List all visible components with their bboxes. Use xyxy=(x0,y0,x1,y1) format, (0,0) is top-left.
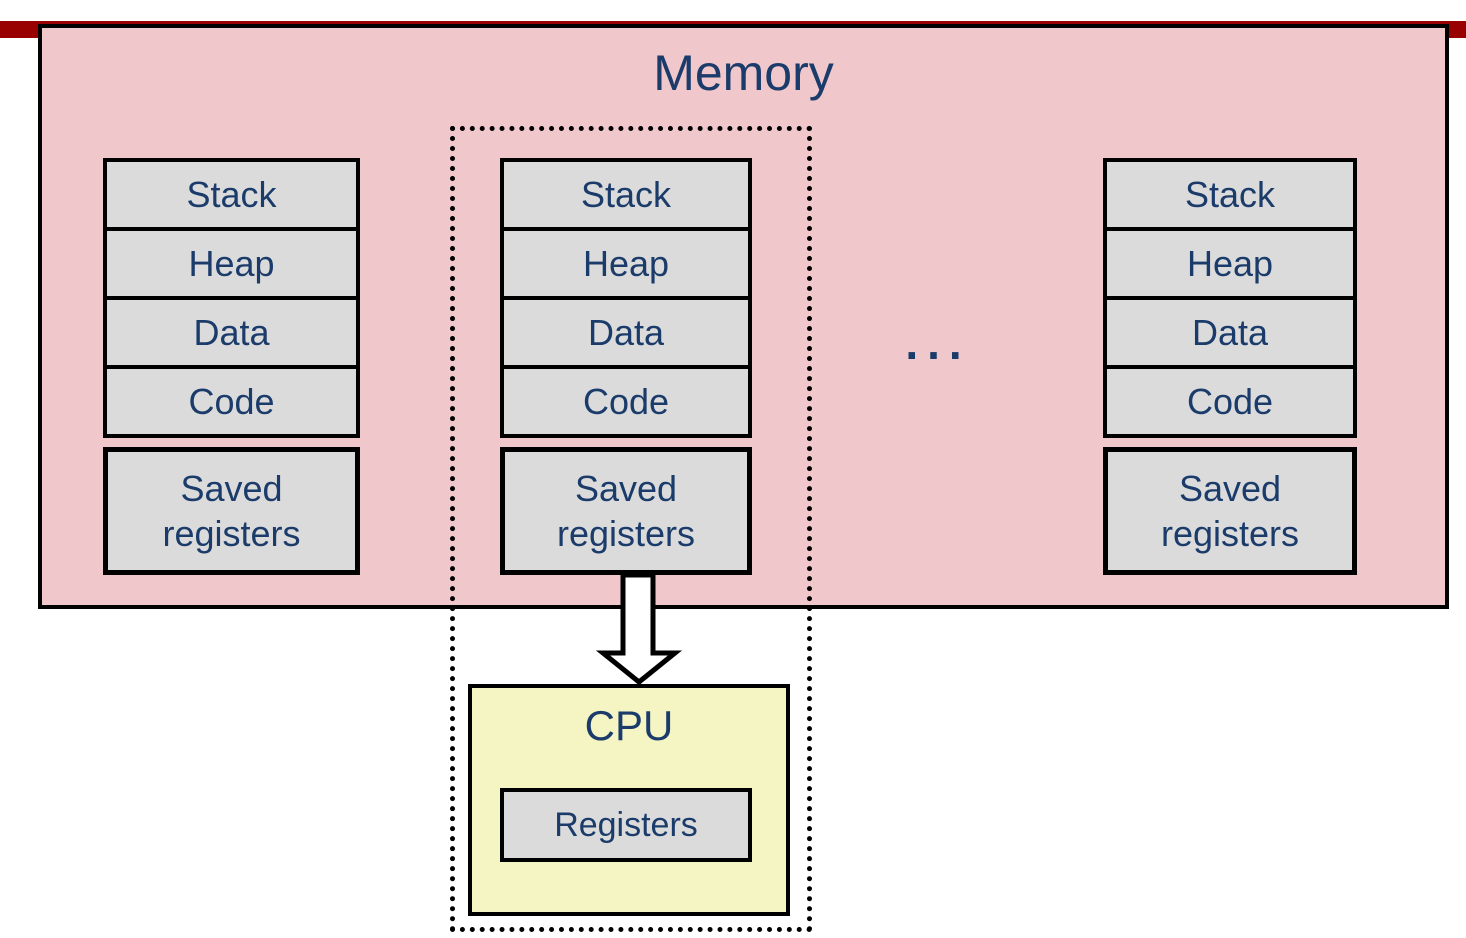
segment-data: Data xyxy=(103,296,360,369)
saved-registers-box: Saved registers xyxy=(1103,447,1357,575)
memory-column-right: Stack Heap Data Code Saved registers xyxy=(1103,158,1357,575)
segment-data: Data xyxy=(1103,296,1357,369)
segment-code: Code xyxy=(1103,365,1357,438)
down-arrow-icon xyxy=(595,575,683,686)
saved-registers-box: Saved registers xyxy=(103,447,360,575)
memory-column-middle: Stack Heap Data Code Saved registers xyxy=(500,158,752,575)
segment-stack: Stack xyxy=(500,158,752,231)
cpu-title: CPU xyxy=(584,702,674,749)
saved-registers-box: Saved registers xyxy=(500,447,752,575)
segment-heap: Heap xyxy=(1103,227,1357,300)
segment-code: Code xyxy=(500,365,752,438)
more-processes-ellipsis: ... xyxy=(905,317,971,369)
segment-heap: Heap xyxy=(103,227,360,300)
cpu-registers-box: Registers xyxy=(500,788,752,862)
memory-title: Memory xyxy=(653,45,834,101)
segment-code: Code xyxy=(103,365,360,438)
segment-heap: Heap xyxy=(500,227,752,300)
segment-stack: Stack xyxy=(103,158,360,231)
process-context-dotted-outline xyxy=(450,126,812,932)
memory-column-left: Stack Heap Data Code Saved registers xyxy=(103,158,360,575)
segment-data: Data xyxy=(500,296,752,369)
segment-stack: Stack xyxy=(1103,158,1357,231)
